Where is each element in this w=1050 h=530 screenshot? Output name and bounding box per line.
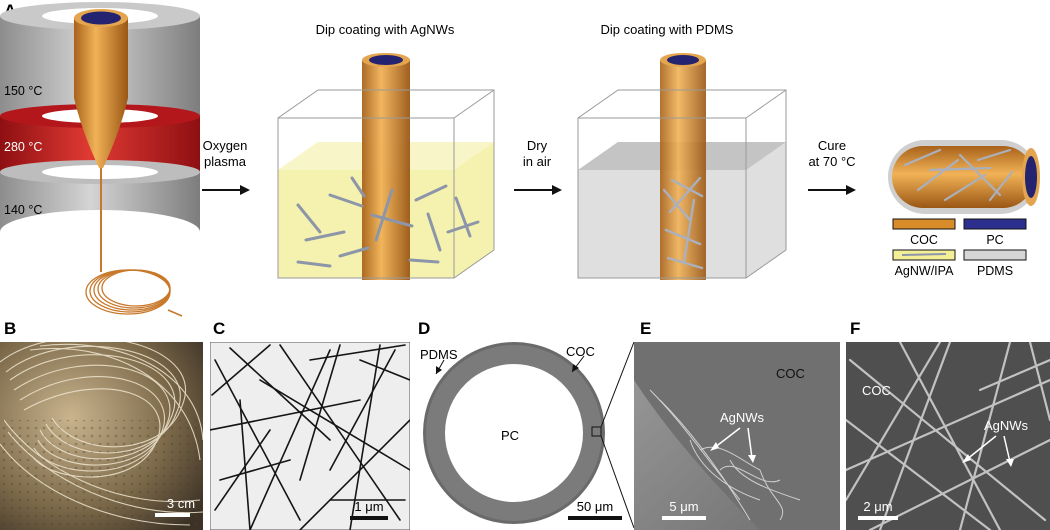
panel-e-agnw-label: AgNWs [720,410,765,425]
material-legend [892,218,1027,261]
arrow-right-icon [202,185,250,195]
sem-image-e [634,342,840,530]
legend-label-agnw: AgNW/IPA [895,264,954,278]
temp-label-3: 140 °C [4,203,42,217]
photo-fibers [0,342,203,530]
arrow-2-line-2: in air [523,154,552,169]
draw-agnw-bath [277,53,495,280]
panel-e-coc-label: COC [776,366,805,381]
arrow-3-line-1: Cure [818,138,846,153]
panel-c-letter: C [213,319,225,338]
draw-final-fiber [888,140,1040,214]
arrow-right-icon [808,185,856,195]
arrow-2-line-1: Dry [527,138,548,153]
temp-label-1: 150 °C [4,84,42,98]
panel-c-scale-label: 1 μm [354,499,383,514]
step-1-title: Dip coating with AgNWs [316,22,455,37]
legend-swatch-pdms [963,249,1027,261]
draw-pdms-bath [577,53,787,280]
draw-furnace [0,2,200,317]
step-2-title: Dip coating with PDMS [601,22,734,37]
cross-section [423,341,635,529]
panel-b-scale-label: 3 cm [167,496,195,511]
legend-swatch-coc [892,218,956,230]
arrow-1-line-1: Oxygen [203,138,248,153]
arrow-right-icon [514,185,562,195]
legend-label-pdms: PDMS [977,264,1013,278]
panel-d-scale-label: 50 μm [577,499,613,514]
panel-d-letter: D [418,319,430,338]
panel-b-letter: B [4,319,16,338]
arrow-3-line-2: at 70 °C [808,154,855,169]
arrow-1-line-2: plasma [204,154,247,169]
legend-label-pc: PC [986,233,1003,247]
panel-d-pc-label: PC [501,428,519,443]
sem-image-f [846,342,1050,530]
panel-d-coc-label: COC [566,344,595,359]
tem-nanowires [210,342,410,530]
legend-swatch-pc [963,218,1027,230]
panel-f-scale-label: 2 μm [863,499,892,514]
panel-f-agnw-label: AgNWs [984,418,1029,433]
panel-d-pdms-label: PDMS [420,347,458,362]
panel-e-letter: E [640,319,651,338]
temp-label-2: 280 °C [4,140,42,154]
legend-label-coc: COC [910,233,938,247]
panel-f-letter: F [850,319,860,338]
panel-f-coc-label: COC [862,383,891,398]
panel-e-scale-label: 5 μm [669,499,698,514]
